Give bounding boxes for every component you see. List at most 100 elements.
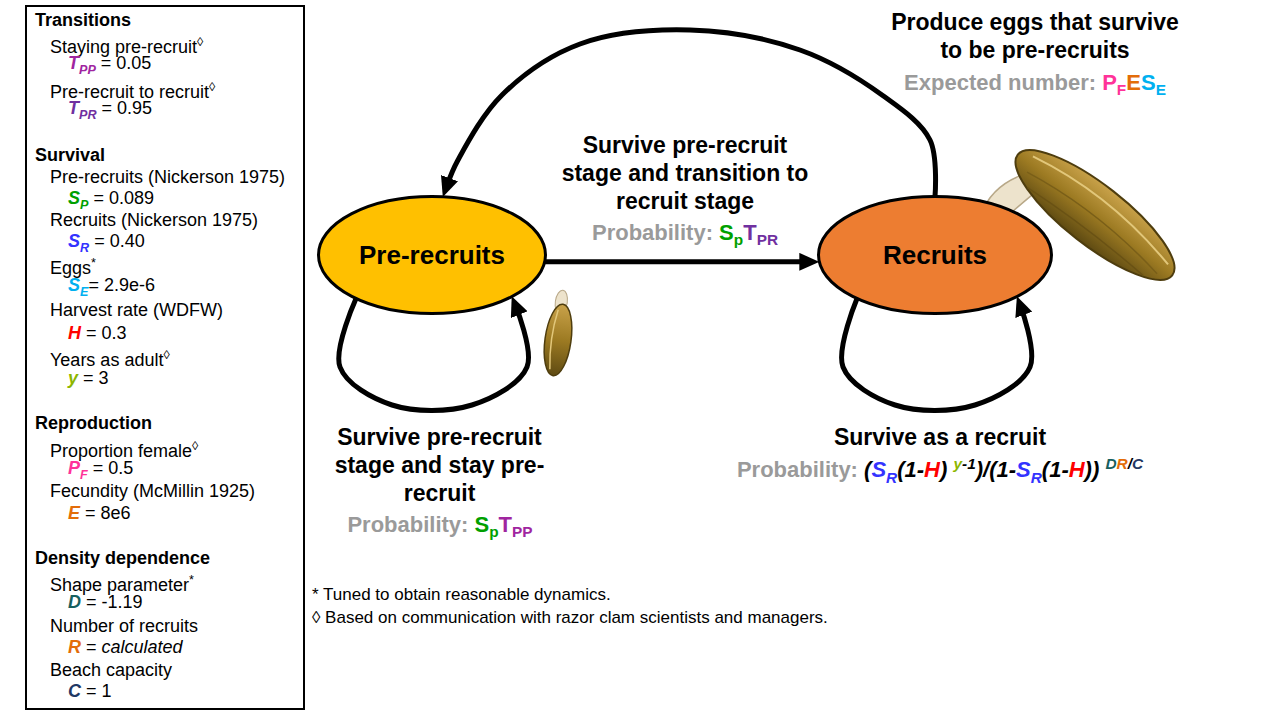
text-holder: E = 8e6	[68, 502, 131, 524]
text-run: S	[871, 457, 886, 482]
text-run: = 0.05	[96, 53, 152, 73]
text-run: R	[1031, 469, 1042, 486]
text-run: R	[886, 469, 897, 486]
text-run: PP	[79, 63, 96, 77]
parameter-label: Years as adult◊	[50, 344, 170, 371]
text-holder: Probability: SpTPP	[290, 512, 590, 545]
text-run: = 8e6	[80, 503, 131, 523]
parameter-value: H = 0.3	[68, 322, 127, 344]
parameter-label: Pre-recruits (Nickerson 1975)	[50, 166, 285, 188]
clam-shell	[540, 303, 576, 378]
text-run: S	[475, 512, 490, 537]
text-run: S	[68, 231, 80, 251]
text-run: = 3	[78, 368, 109, 388]
text-run: ◊	[197, 35, 203, 49]
parameter-heading: Survival	[35, 144, 105, 166]
stage-name: Recruits	[883, 240, 987, 271]
text-run: )/(1-	[976, 457, 1016, 482]
text-run: F	[1117, 81, 1126, 98]
text-run: Probability:	[592, 220, 719, 245]
text-holder: Survive pre-recruit stage and stay pre-r…	[332, 423, 547, 507]
parameter-panel: TransitionsStaying pre-recruit◊TPP = 0.0…	[25, 5, 305, 710]
stage-node: Recruits	[817, 195, 1053, 315]
text-run: y	[953, 455, 962, 472]
text-run: R	[80, 241, 89, 255]
parameter-value: R = calculated	[68, 636, 183, 658]
text-run: T	[499, 512, 512, 537]
footnote: * Tuned to obtain reasonable dynamics.	[312, 582, 932, 608]
text-run: = 0.95	[97, 98, 153, 118]
text-run: H	[1069, 457, 1085, 482]
text-run: C	[68, 681, 81, 701]
text-run: p	[489, 523, 498, 540]
text-run: Probability:	[347, 512, 474, 537]
parameter-label: Recruits (Nickerson 1975)	[50, 209, 258, 231]
text-holder: Survival	[35, 144, 105, 166]
text-run: ))	[1085, 457, 1100, 482]
text-run: = 0.3	[81, 323, 127, 343]
parameter-label: Fecundity (McMillin 1925)	[50, 480, 255, 502]
text-run: Years as adult	[50, 350, 163, 370]
text-holder: Survive as a recruit	[790, 423, 1090, 451]
text-run: = 0.5	[88, 458, 134, 478]
text-run	[1099, 457, 1105, 482]
text-run: D	[68, 592, 81, 612]
text-holder: R = calculated	[68, 636, 183, 658]
parameter-heading: Density dependence	[35, 547, 210, 569]
text-run: = 1	[81, 681, 112, 701]
formula-label: Expected number: PFESE	[880, 70, 1190, 103]
text-holder: ◊ Based on communication with razor clam…	[312, 605, 932, 631]
text-holder: Density dependence	[35, 547, 210, 569]
text-run: Expected number:	[904, 70, 1102, 95]
text-holder: Survive pre-recruit stage and transition…	[555, 131, 815, 215]
text-holder: Reproduction	[35, 412, 152, 434]
text-run: *	[91, 256, 96, 270]
text-holder: TPP = 0.05	[68, 52, 151, 81]
text-run: D	[1105, 455, 1116, 472]
shell-growth-line	[547, 309, 558, 369]
text-holder: D = -1.19	[68, 591, 143, 613]
text-run	[947, 457, 953, 482]
text-run: P	[1102, 70, 1117, 95]
text-holder: Probability: (SR(1-H) y-1)/(1-SR(1-H)) D…	[690, 451, 1190, 491]
transition-arrow	[545, 259, 810, 264]
text-run: H	[924, 457, 940, 482]
text-run: PP	[512, 523, 533, 540]
formula-label: Probability: (SR(1-H) y-1)/(1-SR(1-H)) D…	[690, 451, 1190, 491]
footnote: ◊ Based on communication with razor clam…	[312, 605, 932, 631]
text-holder: Harvest rate (WDFW)	[50, 299, 223, 321]
text-holder: * Tuned to obtain reasonable dynamics.	[312, 582, 932, 608]
text-run: T	[68, 53, 79, 73]
transition-label: Produce eggs that survive to be pre-recr…	[880, 8, 1190, 64]
text-holder: SE= 2.9e-6	[68, 274, 155, 303]
formula-label: Probability: SpTPR	[535, 220, 835, 253]
text-run: (1-	[1042, 457, 1069, 482]
text-run: p	[734, 231, 743, 248]
text-holder: Beach capacity	[50, 659, 172, 681]
text-run: C	[1132, 455, 1143, 472]
parameter-value: C = 1	[68, 680, 112, 702]
text-run: PR	[757, 231, 778, 248]
text-holder: Pre-recruits (Nickerson 1975)	[50, 166, 285, 188]
text-run: E	[1156, 81, 1166, 98]
parameter-value: SE= 2.9e-6	[68, 274, 155, 303]
text-run: Probability:	[737, 457, 864, 482]
text-holder: Expected number: PFESE	[880, 70, 1190, 103]
parameter-label: Number of recruits	[50, 615, 198, 637]
parameter-label: Proportion female◊	[50, 435, 198, 462]
text-holder: H = 0.3	[68, 322, 127, 344]
stage-ellipse-outline	[319, 197, 546, 314]
text-run: -1	[962, 455, 976, 472]
stage-name: Pre-recruits	[359, 240, 505, 271]
parameter-value: D = -1.19	[68, 591, 143, 613]
text-run: H	[68, 323, 81, 343]
text-run: T	[68, 98, 79, 118]
text-run: T	[743, 220, 756, 245]
parameter-value: y = 3	[68, 367, 109, 389]
text-run: PR	[79, 108, 97, 122]
parameter-heading: Reproduction	[35, 412, 152, 434]
text-holder: Fecundity (McMillin 1925)	[50, 480, 255, 502]
text-run: calculated	[102, 637, 183, 657]
text-holder: Recruits (Nickerson 1975)	[50, 209, 258, 231]
text-holder: Probability: SpTPR	[535, 220, 835, 253]
